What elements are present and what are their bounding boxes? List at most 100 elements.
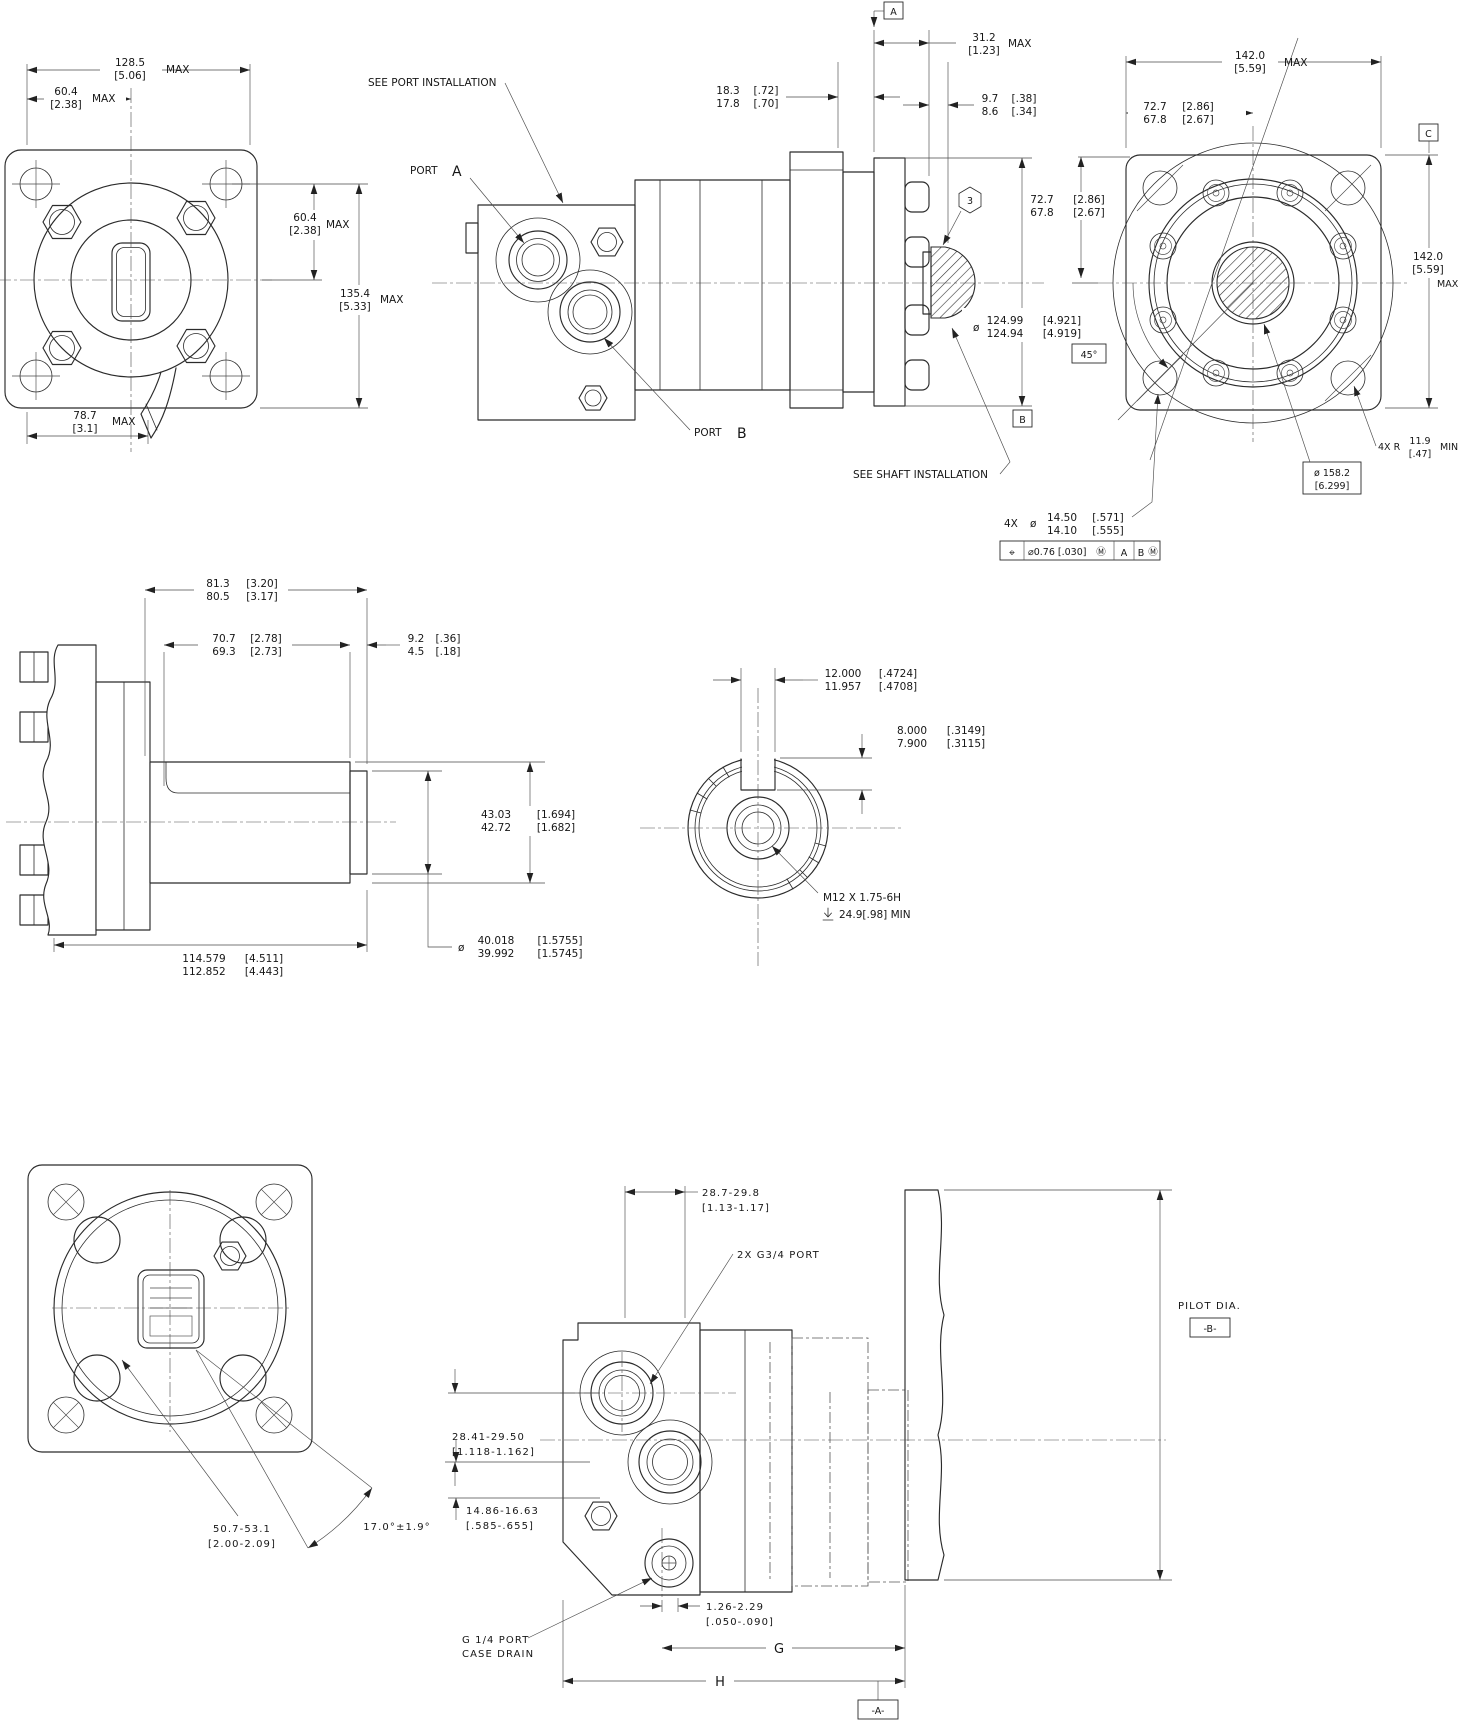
dim-key-mm1: 70.7 xyxy=(212,633,235,645)
datum-a-ref: -A- xyxy=(872,1706,885,1717)
hex-plug xyxy=(584,1501,618,1531)
dim-by-mm1: 72.7 xyxy=(1030,194,1053,206)
dim-bx-mm2: 67.8 xyxy=(1143,114,1166,126)
dim-lip-in1: [.38] xyxy=(1012,93,1037,105)
nameplate-logo xyxy=(149,1315,193,1337)
drain-note-2: CASE DRAIN xyxy=(462,1649,534,1660)
angle-label: 45° xyxy=(1081,350,1098,361)
dim-total-mm2: 112.852 xyxy=(182,966,225,978)
dim-a-in: [1.118-1.162] xyxy=(452,1447,535,1458)
hex-nut xyxy=(213,1241,247,1271)
dim-h: H xyxy=(715,1675,725,1690)
datum-b-flag xyxy=(1012,409,1033,428)
dim-bx-in1: [2.86] xyxy=(1182,101,1214,113)
motor-body xyxy=(634,179,791,391)
dim-flange-in2: [.70] xyxy=(754,98,779,110)
corner-hole-x xyxy=(47,1183,85,1221)
housing-ribs xyxy=(789,169,844,391)
spacer xyxy=(842,171,875,393)
dim-portface-mm: 78.7 xyxy=(73,410,96,422)
dim-dia1-in1: [1.694] xyxy=(537,809,575,821)
dim-flange-in1: [.72] xyxy=(754,85,779,97)
dim-key-mm2: 69.3 xyxy=(212,646,235,658)
port-side-view: 28.7-29.8 [1.13-1.17] 2X G3/4 PORT PILOT… xyxy=(445,1186,1241,1720)
dim-keyw-mm2: 11.957 xyxy=(825,681,862,693)
rear-port-view: 17.0°±1.9° 50.7-53.1 [2.00-2.09] xyxy=(27,1164,431,1550)
dim-pilot-sym: ø xyxy=(973,322,980,334)
corner-hole-x xyxy=(255,1396,293,1434)
balloon-label: 3 xyxy=(967,196,973,207)
holes-pre: 4X xyxy=(1004,518,1018,530)
dim-c-in: [.050-.090] xyxy=(706,1617,774,1628)
body-seams xyxy=(659,179,763,391)
dim-hub-in: [1.23] xyxy=(968,45,1000,57)
socket-bolt xyxy=(1276,359,1304,387)
plate-hole xyxy=(73,1354,121,1402)
dim-pilot-in2: [4.919] xyxy=(1043,328,1081,340)
radius-in: [.47] xyxy=(1409,449,1432,460)
port-b-word: PORT xyxy=(694,427,722,439)
dim-len-in2: [3.17] xyxy=(246,591,278,603)
dim-lip-mm1: 9.7 xyxy=(982,93,999,105)
dim-by-in1: [2.86] xyxy=(1073,194,1105,206)
dim-by-mm2: 67.8 xyxy=(1030,207,1053,219)
pilot-dia-note: PILOT DIA. xyxy=(1178,1301,1241,1312)
hex-bolt xyxy=(176,328,216,364)
shaft-cylinder xyxy=(149,761,351,884)
angle-dim: 17.0°±1.9° xyxy=(363,1522,431,1533)
dim-pilot-in1: [4.921] xyxy=(1043,315,1081,327)
datum-a-label: A xyxy=(890,7,897,18)
port-a-letter: A xyxy=(452,164,462,180)
plate-hole xyxy=(219,1354,267,1402)
dim-portdepth-mm: 28.7-29.8 xyxy=(702,1188,760,1199)
dim-h-mm: 142.0 xyxy=(1413,251,1443,263)
plate-hole xyxy=(73,1216,121,1264)
ports-note: 2X G3/4 PORT xyxy=(737,1250,820,1261)
dim-total-in2: [4.443] xyxy=(245,966,283,978)
corner-hole xyxy=(11,159,61,209)
holes-mm1: 14.50 xyxy=(1047,512,1077,524)
gdt-modifier-m2: Ⓜ xyxy=(1148,547,1158,558)
dim-pilot-mm1: 124.99 xyxy=(987,315,1024,327)
socket-bolt xyxy=(1329,232,1357,260)
pilot-ref-box xyxy=(1189,1317,1231,1338)
dim-total-mm1: 114.579 xyxy=(182,953,225,965)
socket-bolt xyxy=(1149,232,1177,260)
rear-housing-hidden xyxy=(791,1337,869,1587)
scroll-tab xyxy=(145,403,158,431)
corner-hole xyxy=(1136,164,1184,212)
drain-thread xyxy=(651,1545,687,1581)
port-pad xyxy=(547,269,633,355)
corner-hole xyxy=(201,351,251,401)
dim-w-mm: 142.0 xyxy=(1235,50,1265,62)
dim-dia2-mm2: 39.992 xyxy=(478,948,515,960)
dim-flange-mm1: 18.3 xyxy=(716,85,739,97)
dim-height-in: [5.33] xyxy=(339,301,371,313)
dim-dia1-mm2: 42.72 xyxy=(481,822,511,834)
offset-in: [2.00-2.09] xyxy=(208,1539,276,1550)
corner-hole xyxy=(11,351,61,401)
dim-keyw-mm1: 12.000 xyxy=(825,668,862,680)
port-a-word: PORT xyxy=(410,165,438,177)
shaft-tip xyxy=(349,770,368,875)
pilot-dia-box xyxy=(1302,461,1362,495)
dim-portdepth-in: [1.13-1.17] xyxy=(702,1203,770,1214)
pilot-dia-mm: ø 158.2 xyxy=(1314,468,1350,479)
dim-g: G xyxy=(774,1642,784,1657)
port-a-hole xyxy=(508,230,568,290)
holes-mm2: 14.10 xyxy=(1047,525,1077,537)
scroll-tail xyxy=(140,367,177,439)
radius-sfx: MIN xyxy=(1440,442,1458,453)
dim-bx-mm1: 72.7 xyxy=(1143,101,1166,113)
port-b-thread xyxy=(567,289,613,335)
socket-bolt xyxy=(1202,359,1230,387)
motor-body xyxy=(699,1329,793,1593)
side-view: A 31.2 [1.23] MAX 18.3 17.8 [.72] [.70] … xyxy=(368,1,1110,481)
dim-dia1-in2: [1.682] xyxy=(537,822,575,834)
socket-bolt xyxy=(1202,179,1230,207)
dim-keyh-in2: [.3115] xyxy=(947,738,985,750)
dim-pilot-mm2: 124.94 xyxy=(987,328,1024,340)
port-b-letter: B xyxy=(737,426,747,442)
dim-dia1-mm1: 43.03 xyxy=(481,809,511,821)
